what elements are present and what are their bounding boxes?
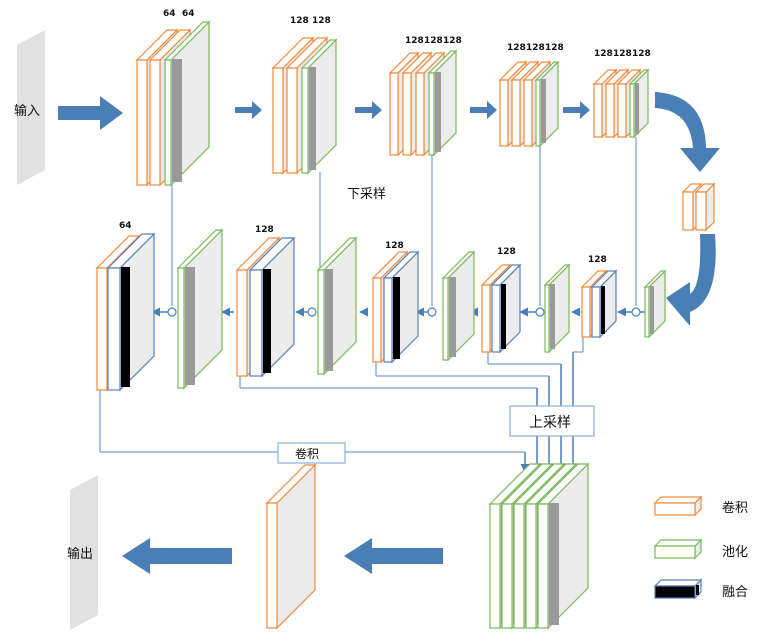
enc4-channel-3: 128 — [545, 43, 564, 53]
final-arrow-icon — [344, 538, 443, 574]
dec4-channel: 128 — [497, 247, 516, 257]
dec3-fuse-slab — [382, 250, 420, 364]
dec2-fuse-slab — [248, 236, 296, 378]
input-arrow-icon — [58, 96, 123, 130]
conv-skip-box — [277, 442, 346, 464]
output-label: 输出 — [67, 546, 93, 562]
enc5-channel-1: 128 — [594, 49, 613, 59]
input-label: 输入 — [14, 103, 40, 119]
enc4-pool-slab — [534, 60, 560, 148]
dec1-fuse-slab — [106, 232, 156, 392]
enc1-channel-1: 64 — [163, 9, 176, 19]
dec5-pool-slab — [643, 269, 667, 339]
dec3-pool-slab — [441, 250, 476, 362]
layer-blocks — [95, 20, 716, 630]
legend-conv-label: 卷积 — [722, 500, 748, 516]
upsample-label: 上采样 — [529, 415, 571, 431]
enc2-pool-slab — [300, 38, 338, 175]
pool-arrow-icon-3 — [470, 101, 497, 119]
enc5-channel-2: 128 — [613, 49, 632, 59]
pool-arrow-icon-1 — [235, 101, 262, 119]
bend-arrow-down-icon — [655, 92, 720, 172]
conv-skip-label: 卷积 — [295, 446, 319, 461]
input-image-panel — [17, 30, 45, 185]
downsample-label: 下采样 — [347, 187, 386, 202]
dec1-pool-slab — [176, 228, 224, 390]
legend-fuse-label: 融合 — [722, 585, 748, 600]
legend-conv-swatch — [653, 495, 703, 517]
output-image-panel — [70, 475, 98, 630]
dec2-pool-slab — [316, 236, 358, 376]
enc3-channel-3: 128 — [443, 36, 462, 46]
enc1-pool-slab — [163, 20, 211, 187]
legend-pool-swatch — [653, 538, 703, 560]
dec3-channel: 128 — [385, 241, 404, 251]
legend-fuse-swatch — [653, 578, 703, 600]
enc2-channel-2: 128 — [312, 16, 331, 26]
enc4-channel-2: 128 — [526, 43, 545, 53]
output-conv-slab — [265, 463, 317, 630]
dec1-channel: 64 — [119, 221, 132, 231]
enc4-channel-1: 128 — [507, 43, 526, 53]
upsample-box — [509, 405, 595, 437]
enc2-channel-1: 128 — [290, 16, 309, 26]
enc5-channel-3: 128 — [632, 49, 651, 59]
legend: 卷积 池化 融合 — [722, 500, 748, 600]
dec5-channel: 128 — [588, 255, 607, 265]
bottleneck-conv-slab-2 — [694, 182, 716, 232]
fusion-markers — [167, 307, 641, 317]
enc5-pool-slab — [628, 68, 650, 139]
dec4-fuse-slab — [490, 263, 522, 354]
dec5-fuse-slab — [590, 269, 618, 339]
output-arrow-icon — [122, 538, 232, 574]
concat-slab-5 — [536, 462, 590, 630]
enc3-channel-2: 128 — [424, 36, 443, 46]
bend-arrow-left-icon — [666, 234, 716, 326]
dec4-pool-slab — [543, 263, 571, 354]
legend-pool-label: 池化 — [722, 545, 748, 560]
dec2-channel: 128 — [255, 225, 274, 235]
pool-arrow-icon-4 — [563, 101, 590, 119]
pool-arrow-icon-2 — [355, 101, 382, 119]
enc3-channel-1: 128 — [405, 36, 424, 46]
enc1-channel-2: 64 — [182, 9, 195, 19]
enc3-pool-slab — [427, 49, 458, 157]
